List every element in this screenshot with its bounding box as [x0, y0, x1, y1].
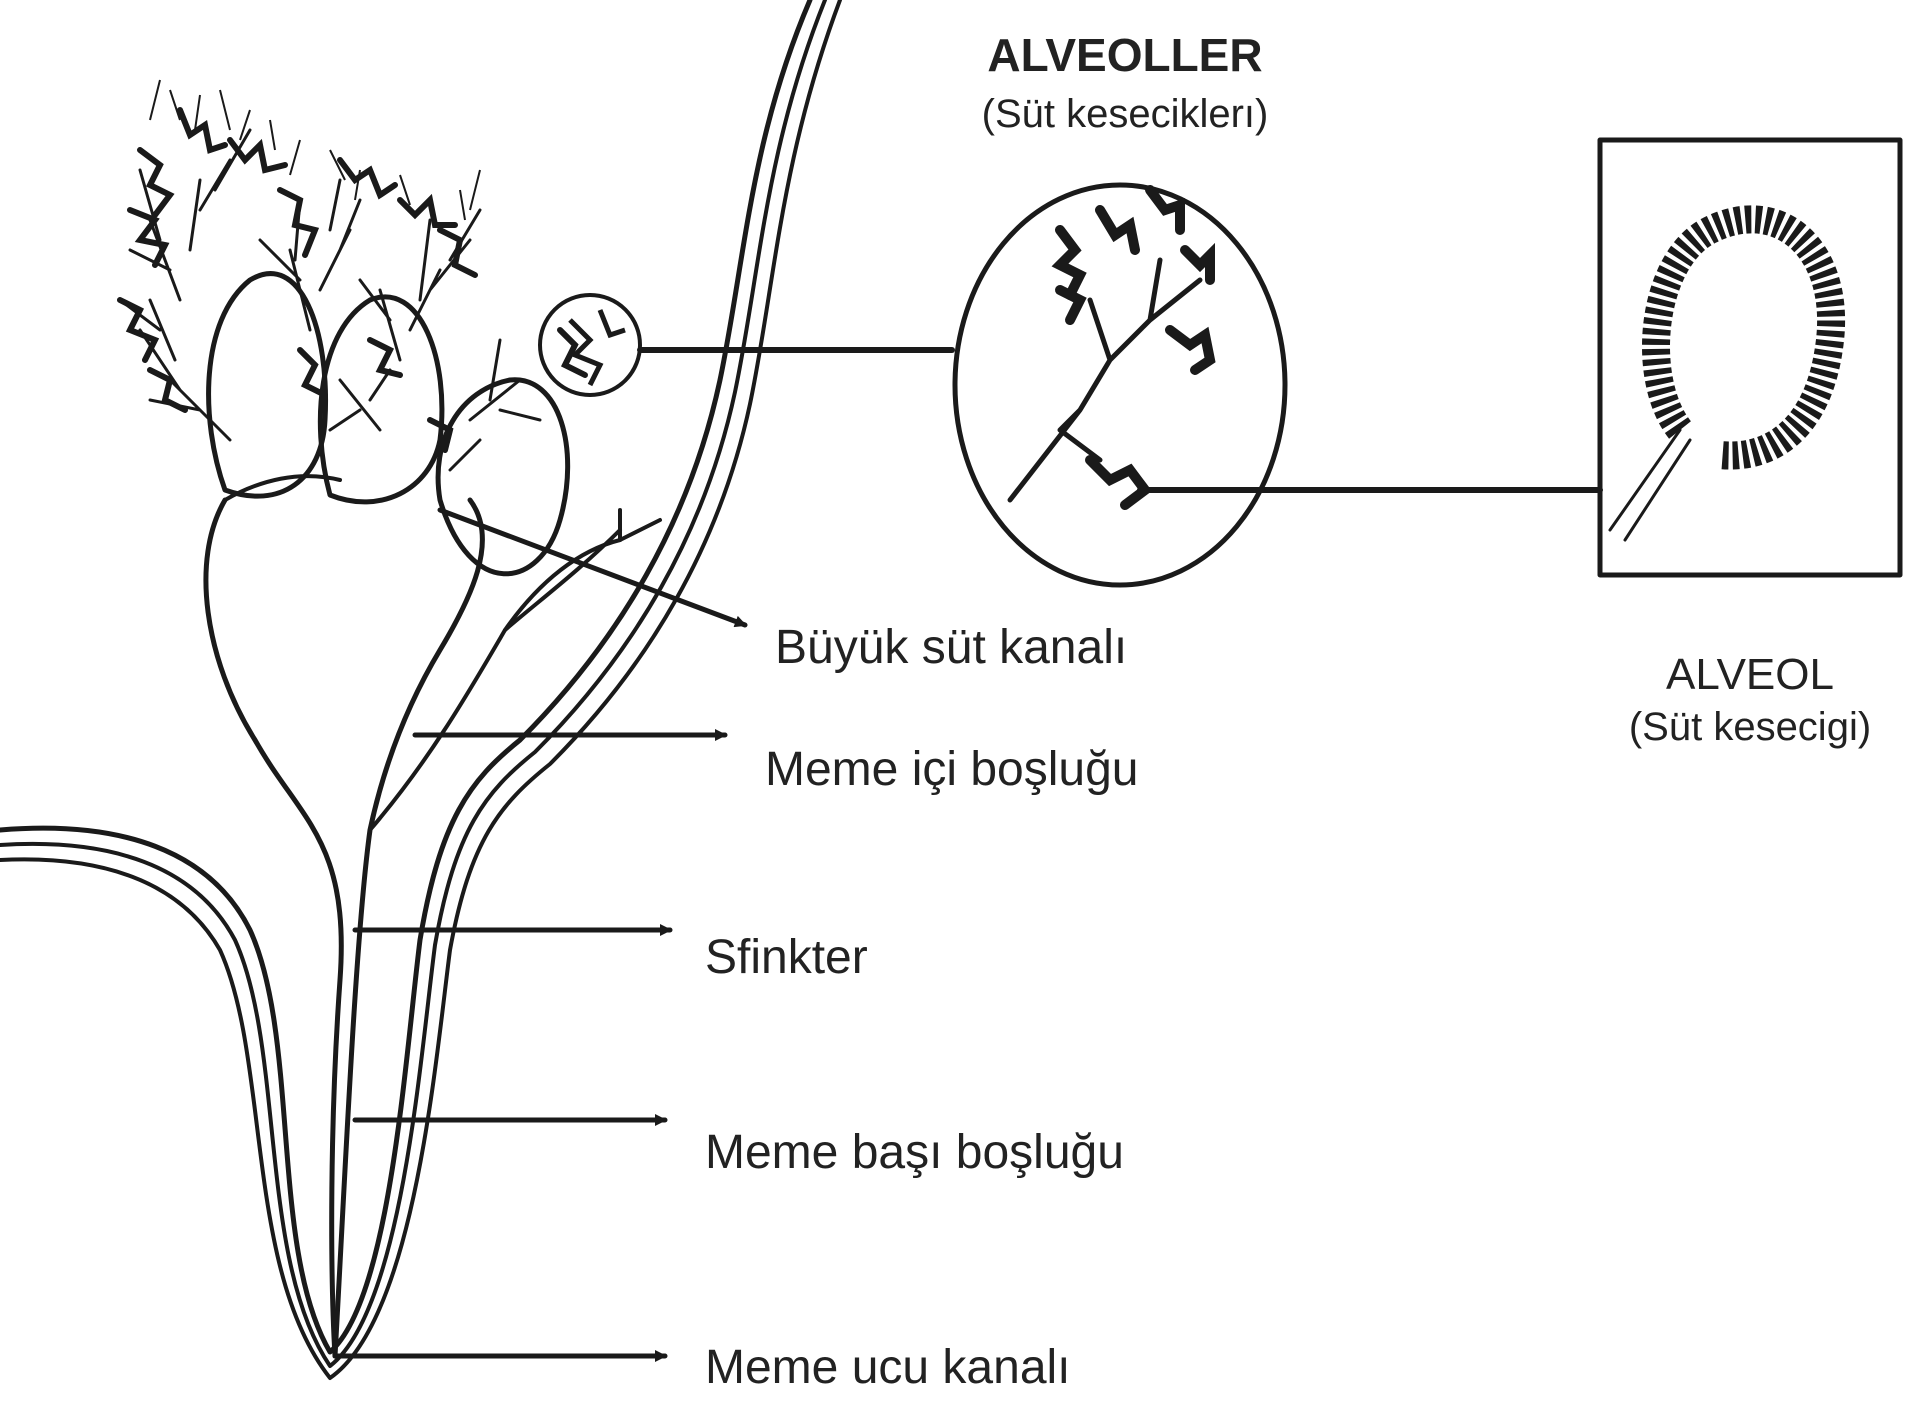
label-sfinkter: Sfinkter — [705, 930, 868, 985]
alveoller-magnified-view — [955, 185, 1285, 585]
label-buyuk-sut-kanali: Büyük süt kanalı — [775, 620, 1127, 675]
label-arrows — [335, 510, 745, 1356]
milk-duct-tree — [120, 80, 660, 830]
alveoller-title: ALVEOLLER — [960, 28, 1290, 82]
alveol-magnified-view — [1600, 140, 1900, 575]
label-meme-ucu-kanali: Meme ucu kanalı — [705, 1340, 1071, 1395]
alveol-title: ALVEOL — [1590, 650, 1910, 700]
alveoller-subtitle: (Süt keseciklerı) — [940, 92, 1310, 137]
alveol-subtitle: (Süt kesecigi) — [1580, 705, 1920, 750]
label-meme-basi-boslugu: Meme başı boşluğu — [705, 1125, 1124, 1180]
label-meme-ici-boslugu: Meme içi boşluğu — [765, 742, 1139, 797]
